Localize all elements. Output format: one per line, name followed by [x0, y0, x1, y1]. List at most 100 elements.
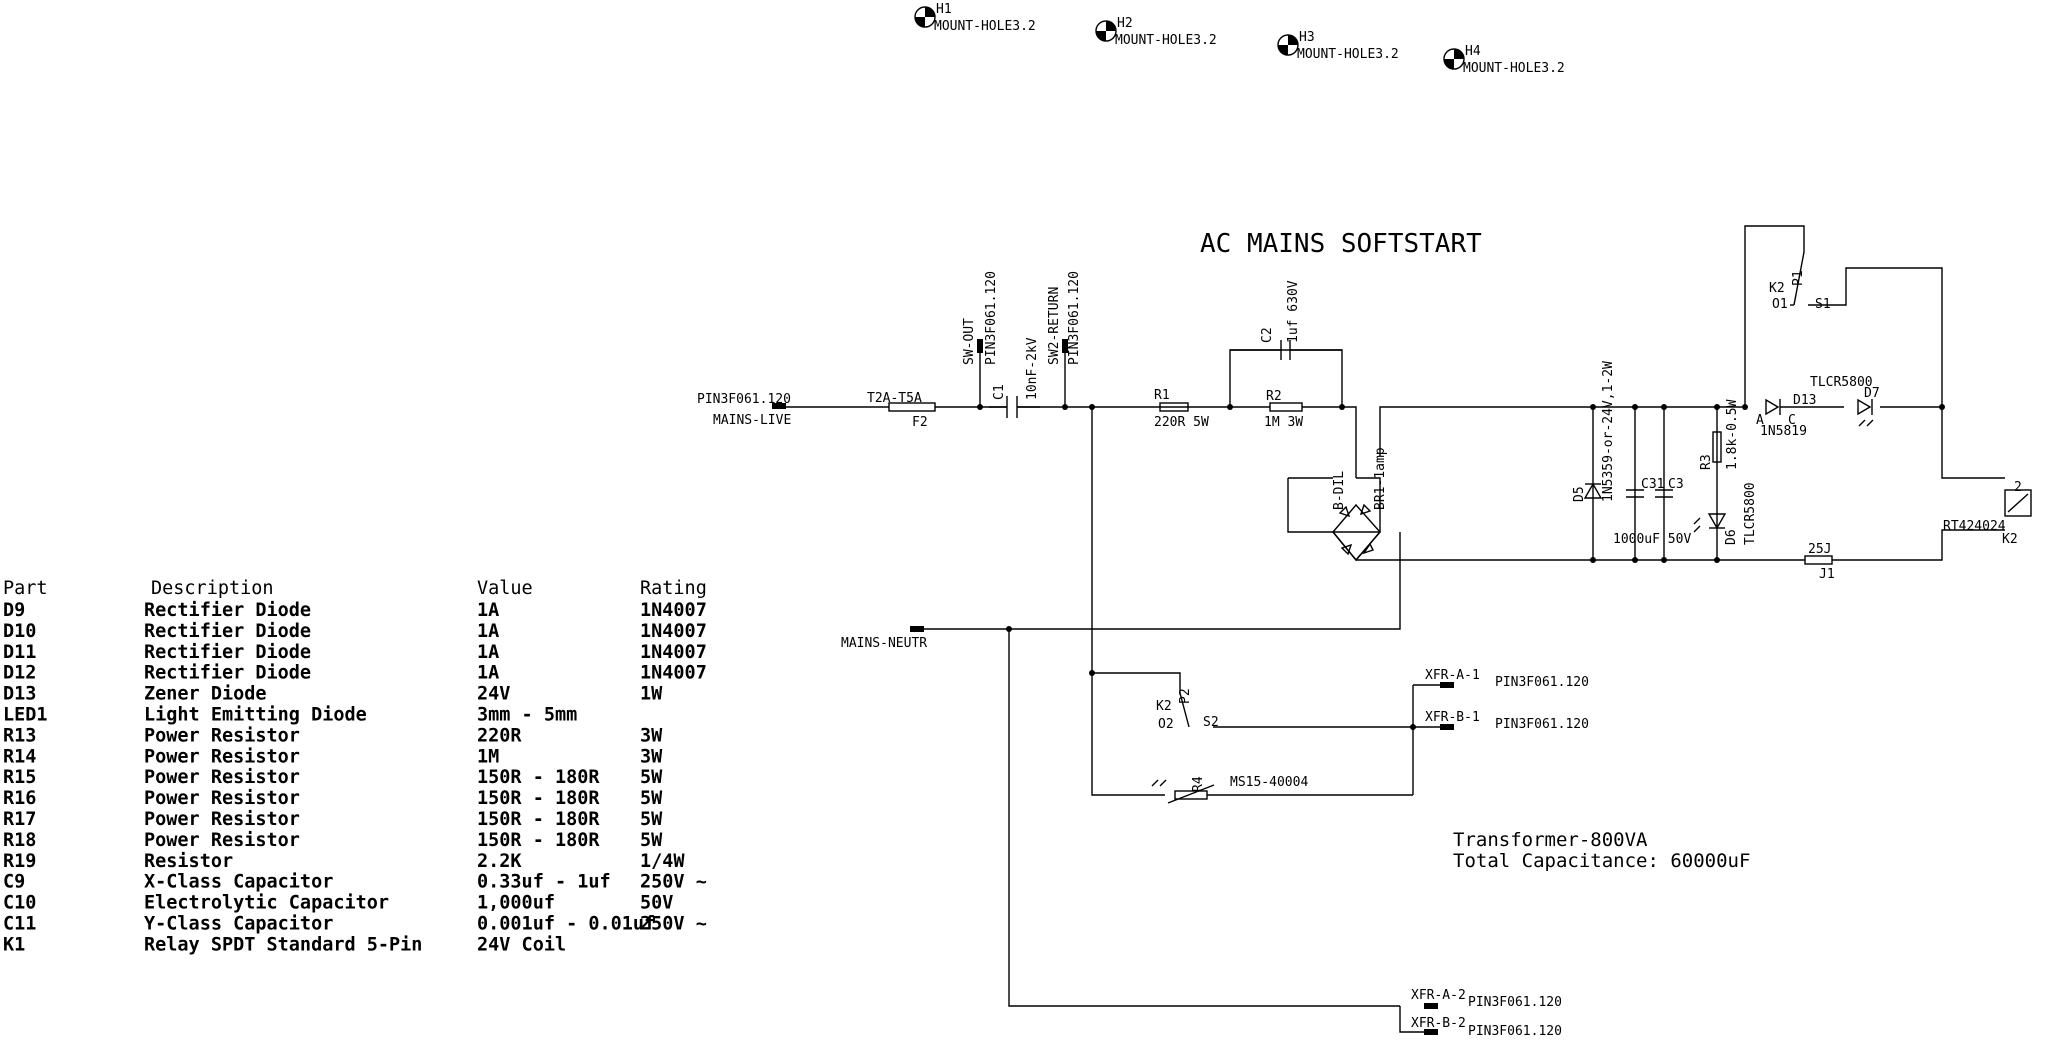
label-d7: D7 — [1864, 386, 1880, 401]
bom-cell-part: D13 — [3, 684, 36, 705]
bom-cell-description: Zener Diode — [144, 684, 267, 705]
mount-hole-value: MOUNT-HOLE3.2 — [1115, 33, 1217, 48]
label-k2-coil-num: 2 — [2014, 480, 2022, 495]
label-sw-out-pin: PIN3F061.120 — [984, 271, 999, 365]
bom-cell-value: 2.2K — [477, 851, 522, 872]
bom-cell-rating: 5W — [640, 830, 663, 851]
label-k2-o1: O1 — [1772, 297, 1788, 312]
bom-cell-description: Y-Class Capacitor — [144, 914, 333, 935]
label-c31: C31 — [1641, 477, 1664, 492]
label-r3-value: 1.8k-0.5W — [1725, 399, 1740, 470]
label-d6: D6 — [1724, 529, 1739, 545]
bom-cell-value: 1,000uf — [477, 893, 555, 914]
label-fuse-value: T2A-T5A — [867, 391, 922, 406]
label-k2-p2-ref: K2 — [1156, 699, 1172, 714]
label-r4: R4 — [1191, 776, 1206, 792]
bom-cell-part: R13 — [3, 725, 36, 746]
bom-cell-rating: 50V — [640, 893, 673, 914]
bom-cell-description: Resistor — [144, 851, 233, 872]
pin-live — [772, 403, 786, 409]
bom-cell-value: 150R - 180R — [477, 830, 600, 851]
bom-cell-description: Power Resistor — [144, 830, 300, 851]
mount-hole-value: MOUNT-HOLE3.2 — [1297, 47, 1399, 62]
label-xfr-b2-pin: PIN3F061.120 — [1468, 1024, 1562, 1039]
capacitor-c2 — [1230, 340, 1342, 360]
bom-cell-description: Power Resistor — [144, 788, 300, 809]
label-k2-o2: O2 — [1158, 717, 1174, 732]
note-capacitance: Total Capacitance: 60000uF — [1453, 850, 1750, 872]
bom-cell-value: 150R - 180R — [477, 809, 600, 830]
mount-hole-ref: H3 — [1299, 30, 1315, 45]
mount-hole-value: MOUNT-HOLE3.2 — [934, 19, 1036, 34]
bom-cell-part: D9 — [3, 600, 25, 621]
bom-cell-part: R18 — [3, 830, 36, 851]
label-c3: C3 — [1668, 477, 1684, 492]
note-transformer: Transformer-800VA — [1453, 829, 1648, 851]
label-d7-value: TLCR5800 — [1810, 375, 1873, 390]
label-j1: J1 — [1819, 567, 1835, 582]
bom-cell-rating: 250V ~ — [640, 872, 707, 893]
bom-cell-description: X-Class Capacitor — [144, 872, 333, 893]
label-xfr-b1-pin: PIN3F061.120 — [1495, 717, 1589, 732]
bom-cell-value: 1A — [477, 600, 499, 621]
led-d7 — [1857, 398, 1874, 427]
bom-cell-part: R17 — [3, 809, 36, 830]
bom-cell-part: R15 — [3, 767, 36, 788]
wires — [776, 225, 2005, 1033]
bom-cell-rating: 3W — [640, 746, 663, 767]
bom-cell-value: 1A — [477, 642, 499, 663]
bom-row: D11 Rectifier Diode 1A 1N4007 — [3, 642, 707, 663]
junctions — [977, 404, 1945, 730]
bom-header-value: Value — [477, 578, 533, 599]
bom-cell-description: Rectifier Diode — [144, 642, 311, 663]
bom-cell-description: Rectifier Diode — [144, 663, 311, 684]
mount-hole-value: MOUNT-HOLE3.2 — [1463, 61, 1565, 76]
label-k2-coil-ref: K2 — [2002, 532, 2018, 547]
label-k2-p1-pin: P1 — [1791, 270, 1806, 286]
label-r1-value: 220R 5W — [1154, 415, 1209, 430]
mount-hole-ref: H4 — [1465, 44, 1481, 59]
bom-cell-rating: 1N4007 — [640, 621, 707, 642]
capacitor-c31 — [1626, 489, 1644, 498]
bom-cell-value: 0.001uf - 0.01uf — [477, 914, 655, 935]
label-c2: C2 — [1260, 327, 1275, 343]
bom-cell-value: 150R - 180R — [477, 767, 600, 788]
label-sw-out: SW-OUT — [962, 318, 977, 365]
bom-cell-value: 3mm - 5mm — [477, 705, 577, 726]
label-d5-value: 1N5359-or-24V,1-2W — [1601, 361, 1616, 502]
bom-cell-description: Light Emitting Diode — [144, 705, 367, 726]
relay-coil-k2 — [2004, 489, 2032, 517]
bom-cell-description: Rectifier Diode — [144, 621, 311, 642]
pin-xfr-a1 — [1440, 682, 1454, 688]
label-pin-live: PIN3F061.120 — [697, 392, 791, 407]
bom-header-part: Part — [3, 578, 48, 599]
label-k2-s2: S2 — [1203, 715, 1219, 730]
label-k2-p2-pin: P2 — [1178, 688, 1193, 704]
bom-cell-rating: 250V ~ — [640, 914, 707, 935]
diode-d13 — [1765, 398, 1781, 416]
bom-cell-description: Power Resistor — [144, 746, 300, 767]
label-xfr-b1: XFR-B-1 — [1425, 710, 1480, 725]
label-d5: D5 — [1572, 486, 1587, 502]
bom-cell-part: D11 — [3, 642, 36, 663]
bom-cell-value: 0.33uf - 1uf — [477, 872, 611, 893]
label-mains-live: MAINS-LIVE — [713, 413, 791, 428]
relay-contact-p2 — [1179, 692, 1190, 728]
bom-cell-rating: 1N4007 — [640, 642, 707, 663]
label-d13-value: 1N5819 — [1760, 424, 1807, 439]
resistor-r3 — [1712, 431, 1722, 463]
capacitor-c3 — [1655, 489, 1673, 498]
label-xfr-a2-pin: PIN3F061.120 — [1468, 995, 1562, 1010]
mount-hole-ref: H1 — [936, 2, 952, 17]
label-xfr-b2: XFR-B-2 — [1411, 1016, 1466, 1031]
label-d13-a: A — [1756, 413, 1764, 428]
bom-cell-description: Electrolytic Capacitor — [144, 893, 389, 914]
mount-hole-h4: H4 MOUNT-HOLE3.2 — [1443, 44, 1565, 76]
bom-row: R18 Power Resistor 150R - 180R 5W — [3, 830, 663, 851]
bom-cell-rating: 1N4007 — [640, 600, 707, 621]
